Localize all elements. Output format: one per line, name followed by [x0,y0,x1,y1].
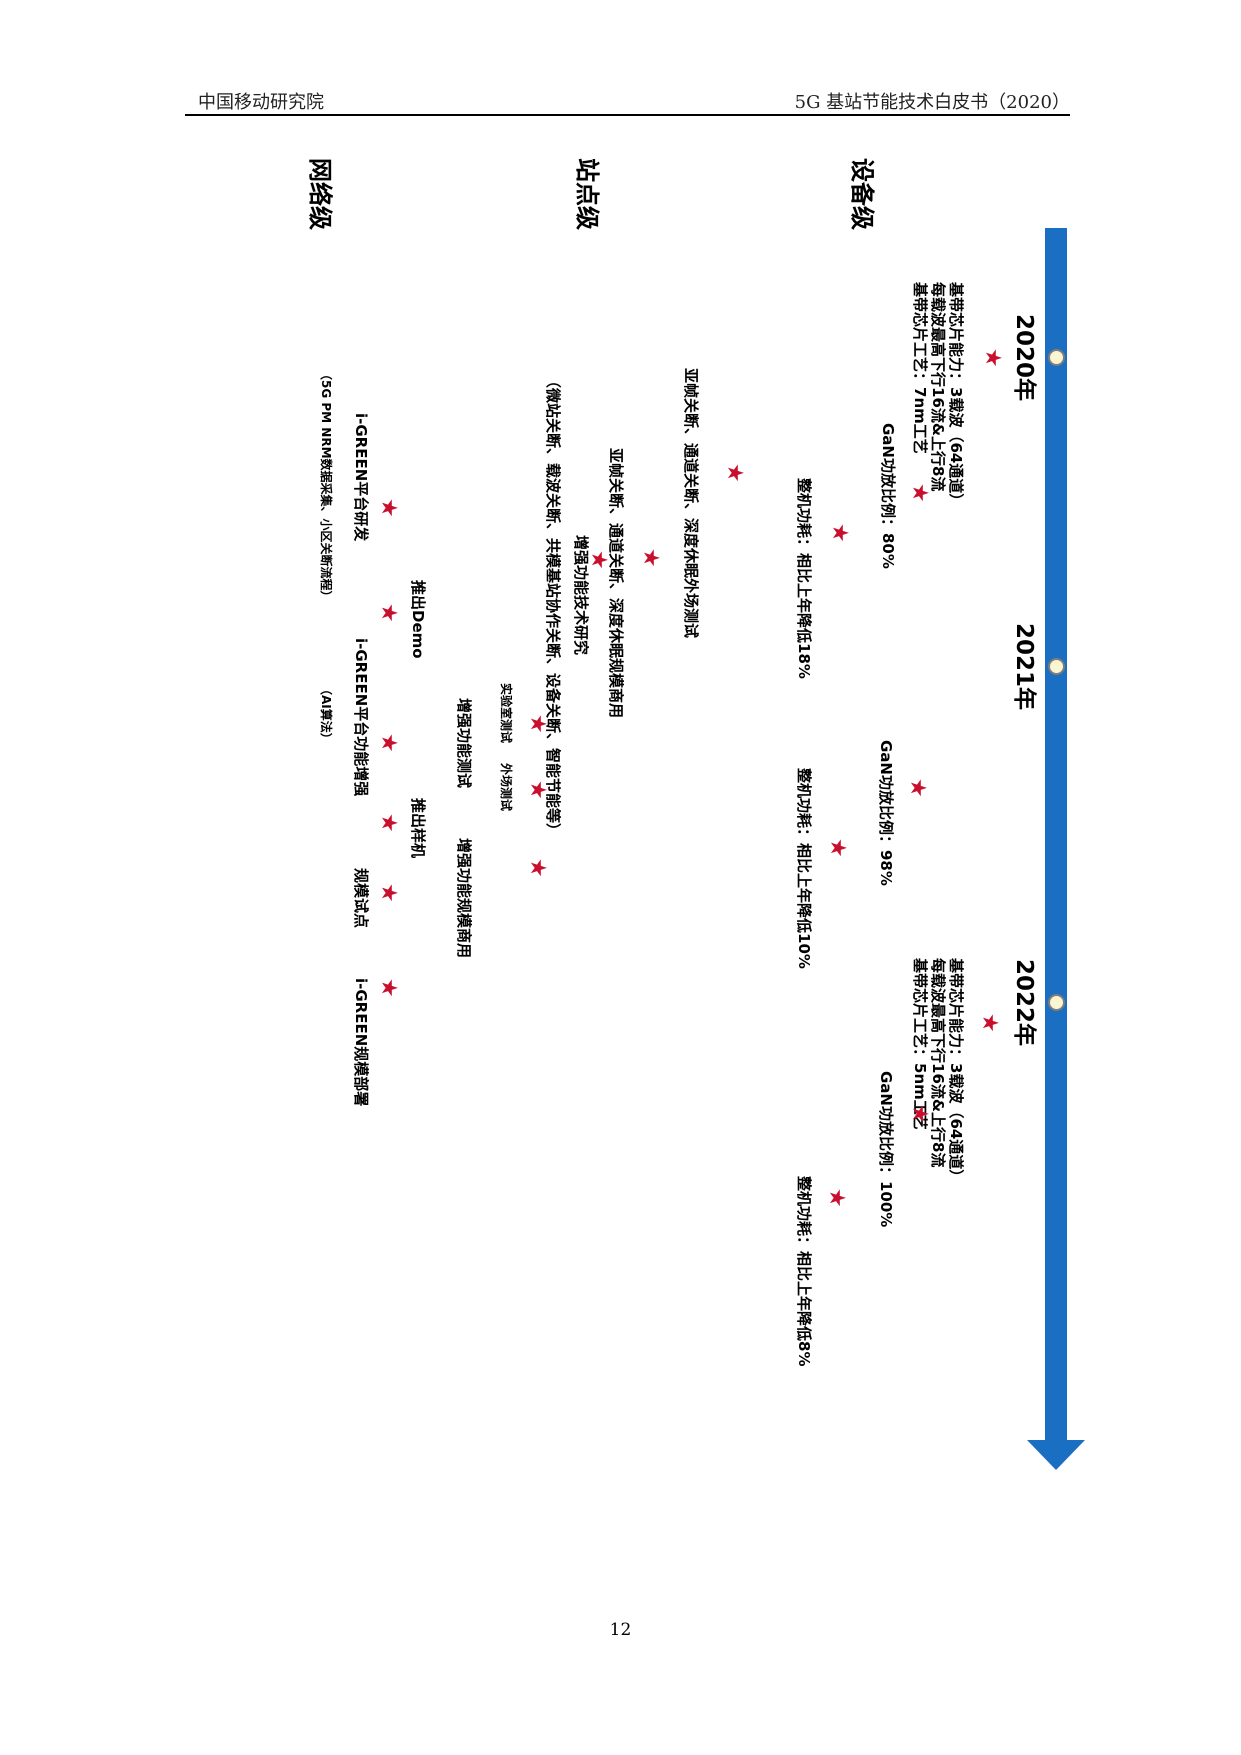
milestone-star: ★ [977,1013,1002,1033]
network-platform-enh-note: （AI算法） [319,683,333,745]
milestone-star: ★ [525,714,550,734]
milestone-star: ★ [586,550,611,570]
site-field-test: 亚帧关断、通道关断、深度休眠外场测试 [682,368,700,639]
year-label-2020: 2020年 [1011,314,1037,402]
device-2021-power: 整机功耗：相比上年降低10% [795,768,813,969]
network-platform-dev-note: （5G PM NRM数据采集、小区关断流程） [319,368,333,603]
header-doc-title: 5G 基站节能技术白皮书（2020） [794,92,1070,113]
year-tick-2022 [1048,994,1065,1011]
device-2022-chip-line2: 每载波最高下行16流&上行8流 [929,958,947,1168]
milestone-star: ★ [827,523,852,543]
milestone-star: ★ [722,463,747,483]
site-commercial: 亚帧关断、通道关断、深度休眠规模商用 [607,448,625,719]
year-tick-2021 [1048,658,1065,675]
milestone-star: ★ [376,813,401,833]
device-2022-gan: GaN功放比例：100% [877,1071,895,1228]
network-demo: 推出Demo [409,580,427,659]
milestone-star: ★ [525,858,550,878]
network-pilot: 规模试点 [352,868,370,929]
year-tick-2020 [1048,349,1065,366]
milestone-star: ★ [905,778,930,798]
milestone-star: ★ [907,483,932,503]
timeline-arrowhead [1027,1440,1085,1470]
milestone-star: ★ [376,603,401,623]
network-prototype: 推出样机 [409,798,427,859]
milestone-star: ★ [638,548,663,568]
site-enhanced-commercial: 增强功能规模商用 [455,838,473,959]
category-site: 站点级 [573,158,601,230]
device-2020-power: 整机功耗：相比上年降低18% [795,478,813,679]
milestone-star: ★ [376,498,401,518]
site-enhanced-test: 增强功能测试 [455,698,473,789]
network-platform-dev: i-GREEN平台研发 [352,413,370,542]
device-2020-chip-line2: 每载波最高下行16流&上行8流 [929,282,947,492]
site-research-detail: （微站关断、载波关断、共模基站协作关断、设备关断、智能节能等） [544,373,562,839]
device-2021-gan: GaN功放比例：98% [877,740,895,886]
header-rule [185,114,1070,116]
year-label-2022: 2022年 [1011,959,1037,1047]
page-number: 12 [609,1620,632,1640]
milestone-star: ★ [376,883,401,903]
milestone-star: ★ [907,1104,932,1124]
roadmap-figure: 2020年 2021年 2022年 设备级 站点级 网络级 基带芯片能力：3载波… [195,158,1085,1498]
device-2020-gan: GaN功放比例：80% [879,423,897,569]
milestone-star: ★ [825,838,850,858]
milestone-star: ★ [525,780,550,800]
category-device: 设备级 [848,158,876,230]
category-network: 网络级 [306,158,334,230]
device-2022-chip-line1: 基带芯片能力：3载波（64通道） [947,958,965,1185]
network-deploy: i-GREEN规模部署 [352,978,370,1107]
header-org: 中国移动研究院 [198,92,324,113]
site-outdoor-test: 外场测试 [499,763,513,812]
year-label-2021: 2021年 [1011,623,1037,711]
milestone-star: ★ [376,978,401,998]
site-lab-test: 实验室测试 [499,683,513,744]
milestone-star: ★ [824,1188,849,1208]
device-2020-chip-line1: 基带芯片能力：3载波（64通道） [947,282,965,509]
milestone-star: ★ [980,348,1005,368]
device-2020-chip-line3: 基带芯片工艺：7nm工艺 [911,282,929,454]
timeline-axis [1045,228,1067,1443]
network-platform-enh: i-GREEN平台功能增强 [352,638,370,797]
device-2022-power: 整机功耗：相比上年降低8% [795,1176,813,1367]
milestone-star: ★ [376,733,401,753]
